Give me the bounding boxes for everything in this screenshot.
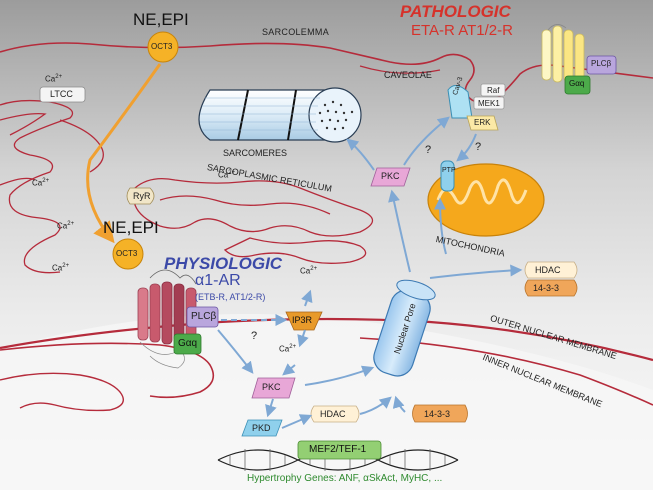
ltcc-box [39, 86, 86, 103]
hdac-bottom-box [310, 405, 360, 423]
etb-receptors-label: (ETB-R, AT1/2-R) [195, 292, 266, 302]
hdac-right-box [524, 261, 578, 279]
mef2-box [297, 440, 382, 460]
plcb-top-box [586, 55, 617, 75]
pkc-top-box [370, 167, 411, 187]
q-mark-3: ? [251, 330, 258, 342]
plcb-main-box [186, 306, 219, 328]
caveolae-complex [447, 83, 506, 131]
erk-label: ERK [474, 118, 491, 127]
gaq-main-label: Gαq [178, 338, 198, 349]
plcb-main-label: PLCβ [191, 311, 217, 322]
hdac-right-label: HDAC [535, 265, 561, 275]
ca-label-1: Ca2+ [45, 74, 63, 84]
nuclear-pore [373, 279, 436, 377]
mek1-label: MEK1 [478, 99, 500, 108]
pathologic-label: PATHOLOGIC [400, 2, 511, 21]
pkc-bottom-box [251, 377, 296, 399]
ca-label-7: Ca2+ [279, 344, 297, 354]
ryr-box [126, 187, 155, 205]
ne-epi-mid-label: NE,EPI [103, 218, 159, 237]
oct3-top-label: OCT3 [151, 42, 173, 51]
sarcolemma-membrane [0, 42, 441, 66]
hypertrophy-genes-label: Hypertrophy Genes: ANF, αSkAct, MyHC, ..… [247, 473, 443, 484]
q-mark-2: ? [475, 141, 482, 153]
sarcomeres-label: SARCOMERES [223, 148, 288, 158]
plcb-top-label: PLCβ [591, 59, 612, 68]
pkd-label: PKD [252, 423, 271, 433]
signaling-arrows [217, 116, 523, 429]
pkc-bottom-label: PKC [262, 382, 281, 392]
mitochondria [427, 163, 545, 237]
p1433-right-box [524, 279, 578, 297]
pkd-box [241, 419, 283, 437]
p1433-bottom-box [412, 404, 468, 423]
gaq-top-box [564, 75, 591, 95]
a1ar-receptor [137, 269, 197, 369]
ca-label-2: Ca2+ [32, 178, 50, 188]
q-mark-1: ? [425, 144, 432, 156]
ptp-label: PTP [442, 167, 456, 174]
sarcolemma-label: SARCOLEMMA [262, 27, 330, 37]
mef2-label: MEF2/TEF-1 [309, 444, 367, 455]
raf-label: Raf [487, 86, 500, 95]
a1ar-label: α1-AR [195, 272, 241, 289]
nuclear-loop-left [0, 372, 124, 412]
oct3-top-circle [147, 31, 179, 63]
ltcc-label: LTCC [50, 89, 73, 99]
outer-nuclear-membrane-line [0, 317, 653, 362]
er-nuclear-loop [0, 342, 215, 399]
sarcoplasmic-reticulum-middle [134, 177, 374, 264]
sarcomeres-cylinder [198, 87, 362, 143]
caveolae-membrane-inner [359, 65, 441, 74]
pkc-top-label: PKC [381, 171, 400, 181]
ip3r-label: IP3R [292, 315, 313, 325]
ptp-channel [440, 160, 455, 192]
ca-label-6: Ca2+ [300, 266, 318, 276]
ca-label-4: Ca2+ [52, 263, 70, 273]
ca-label-5: Ca2+ [218, 170, 236, 180]
physiologic-label: PHYSIOLOGIC [164, 254, 283, 273]
oct3-mid-label: OCT3 [116, 249, 138, 258]
hdac-bottom-label: HDAC [320, 409, 346, 419]
caveolae-membrane [439, 53, 653, 104]
nucleus-region [0, 314, 653, 490]
p1433-right-label: 14-3-3 [533, 283, 560, 293]
gaq-top-label: Gαq [569, 79, 585, 88]
pathologic-receptors-label: ETA-R AT1/2-R [411, 22, 513, 39]
ip3r-box [285, 311, 323, 331]
caveolae-label: CAVEOLAE [384, 70, 432, 80]
ryr-label: RyR [133, 191, 151, 201]
oct3-mid-circle [112, 238, 144, 270]
oct3-transport-arrow [86, 63, 162, 244]
ne-epi-top-label: NE,EPI [133, 10, 189, 29]
gaq-main-box [173, 333, 202, 355]
p1433-bottom-label: 14-3-3 [424, 409, 451, 419]
ca-label-3: Ca2+ [57, 221, 75, 231]
